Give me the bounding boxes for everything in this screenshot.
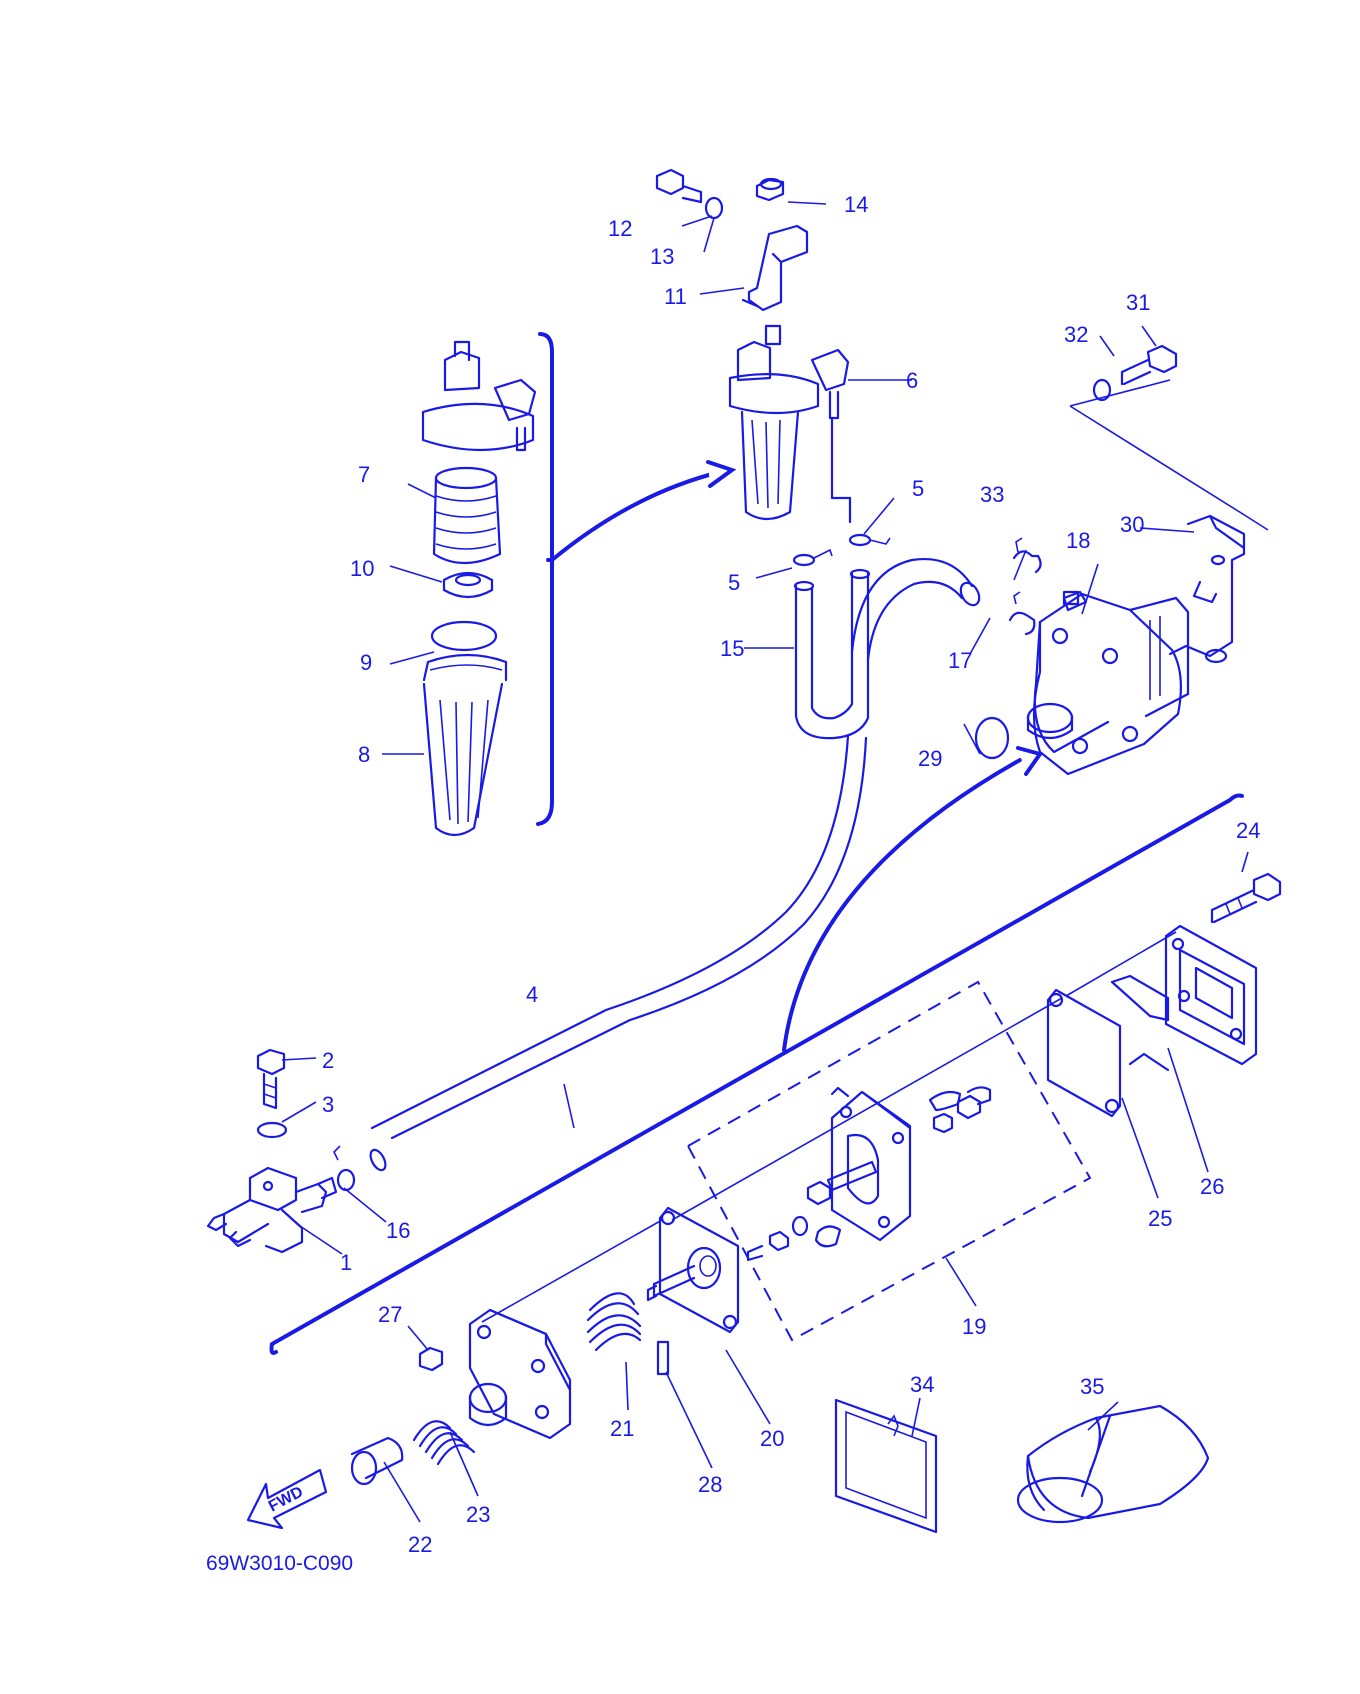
- callout-1: 1: [340, 1250, 352, 1275]
- part-bolt-31: [1120, 344, 1178, 386]
- callout-27: 27: [378, 1302, 402, 1327]
- detail-filter-head: [421, 340, 537, 452]
- callout-28: 28: [698, 1472, 722, 1497]
- callout-24: 24: [1236, 818, 1260, 843]
- pump-arrow: [782, 758, 1022, 1052]
- part-nut-27: [418, 1346, 444, 1372]
- part-bracket-30: [1168, 514, 1246, 664]
- part-clip-5a: [792, 548, 833, 567]
- part-label-34: [834, 1398, 938, 1534]
- part-plunger-22: [350, 1436, 404, 1486]
- callout-19: 19: [962, 1314, 986, 1339]
- part-filter-cup-8: [422, 653, 508, 837]
- leader-31-32: [1069, 379, 1269, 531]
- leader-diag-1: [671, 997, 1063, 1221]
- part-fuel-filter-6: [728, 324, 852, 524]
- callout-29: 29: [918, 746, 942, 771]
- part-sleeve-35: [1016, 1404, 1210, 1524]
- callouts: 1 2 3 4 5 5 6 7 8 9 10 11 12 13 14 15 16…: [322, 192, 1260, 1557]
- part-bolt-12: [655, 168, 703, 204]
- callout-32: 32: [1064, 322, 1088, 347]
- callout-21: 21: [610, 1416, 634, 1441]
- part-nut-10: [442, 571, 494, 599]
- part-washer-32: [1092, 378, 1112, 402]
- fwd-arrow-icon: FWD: [246, 1468, 328, 1530]
- pump-nipple: [1062, 590, 1080, 606]
- part-fuel-pump-18: [1026, 590, 1190, 776]
- leader-lines: [281, 201, 1249, 1523]
- part-o-ring-29: [974, 716, 1010, 760]
- leader-diag-2: [481, 1219, 663, 1323]
- part-diaphragm-25: [1046, 988, 1122, 1118]
- part-bolt-24: [1210, 872, 1282, 924]
- part-hose-15: [793, 558, 981, 740]
- callout-5b: 5: [912, 476, 924, 501]
- callout-8: 8: [358, 742, 370, 767]
- callout-5a: 5: [728, 570, 740, 595]
- callout-26: 26: [1200, 1174, 1224, 1199]
- part-clip-17: [1008, 591, 1036, 636]
- callout-31: 31: [1126, 290, 1150, 315]
- part-joint-1: [206, 1166, 338, 1254]
- part-gasket-20: [646, 1206, 740, 1334]
- drawing-code: 69W3010-C090: [206, 1552, 353, 1575]
- callout-13: 13: [650, 244, 674, 269]
- callout-3: 3: [322, 1092, 334, 1117]
- callout-9: 9: [360, 650, 372, 675]
- part-pump-body-19: [746, 1086, 992, 1262]
- divider-line: [269, 793, 1244, 1355]
- callout-30: 30: [1120, 512, 1144, 537]
- callout-17: 17: [948, 648, 972, 673]
- callout-34: 34: [910, 1372, 934, 1397]
- callout-7: 7: [358, 462, 370, 487]
- part-washer-13: [704, 196, 724, 220]
- part-pump-cover-22-23: [468, 1308, 572, 1440]
- callout-12: 12: [608, 216, 632, 241]
- part-filter-element-7: [432, 466, 502, 564]
- callout-10: 10: [350, 556, 374, 581]
- callout-33: 33: [980, 482, 1004, 507]
- part-hose-4: [370, 734, 868, 1140]
- callout-15: 15: [720, 636, 744, 661]
- part-clip-16: [333, 1145, 356, 1192]
- callout-20: 20: [760, 1426, 784, 1451]
- part-clip-33: [1012, 537, 1042, 574]
- callout-2: 2: [322, 1048, 334, 1073]
- callout-16: 16: [386, 1218, 410, 1243]
- part-nut-14: [755, 177, 785, 202]
- callout-35: 35: [1080, 1374, 1104, 1399]
- leader-diag-3: [1065, 931, 1177, 997]
- detail-bracket: [536, 332, 554, 826]
- detail-arrow: [550, 470, 722, 562]
- part-spring-21: [586, 1292, 642, 1352]
- callout-14: 14: [844, 192, 868, 217]
- callout-25: 25: [1148, 1206, 1172, 1231]
- callout-11: 11: [664, 284, 687, 309]
- part-bolt-2: [256, 1048, 286, 1110]
- part-washer-3: [256, 1121, 288, 1139]
- part-o-ring-9: [430, 620, 498, 652]
- part-spring-23: [412, 1420, 476, 1466]
- part-clip-5b: [848, 533, 891, 547]
- part-cover-26: [1110, 924, 1258, 1072]
- callout-23: 23: [466, 1502, 490, 1527]
- part-bracket-11: [741, 224, 809, 312]
- group-19-outline: [686, 980, 1092, 1342]
- callout-22: 22: [408, 1532, 432, 1557]
- callout-18: 18: [1066, 528, 1090, 553]
- callout-6: 6: [906, 368, 918, 393]
- part-pin-28: [656, 1340, 670, 1376]
- callout-4: 4: [526, 982, 538, 1007]
